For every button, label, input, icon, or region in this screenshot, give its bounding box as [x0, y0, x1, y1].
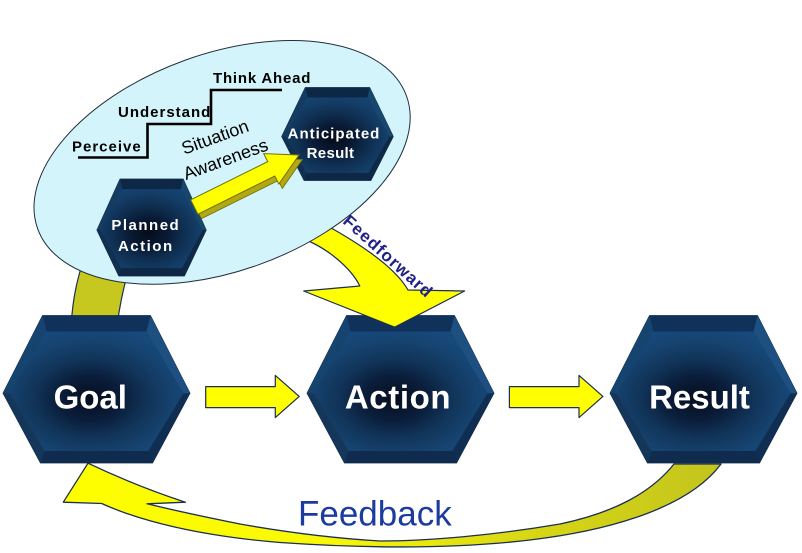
svg-text:Understand: Understand	[118, 104, 211, 121]
svg-text:Action: Action	[118, 238, 174, 255]
svg-text:Goal: Goal	[54, 379, 127, 416]
svg-text:Result: Result	[307, 145, 355, 162]
svg-text:Perceive: Perceive	[72, 139, 142, 156]
svg-text:Planned: Planned	[111, 217, 180, 234]
svg-text:Anticipated: Anticipated	[288, 126, 381, 143]
svg-text:Think Ahead: Think Ahead	[213, 70, 311, 87]
svg-text:Action: Action	[345, 379, 451, 416]
svg-text:Feedback: Feedback	[298, 495, 452, 534]
svg-text:Result: Result	[649, 379, 750, 416]
